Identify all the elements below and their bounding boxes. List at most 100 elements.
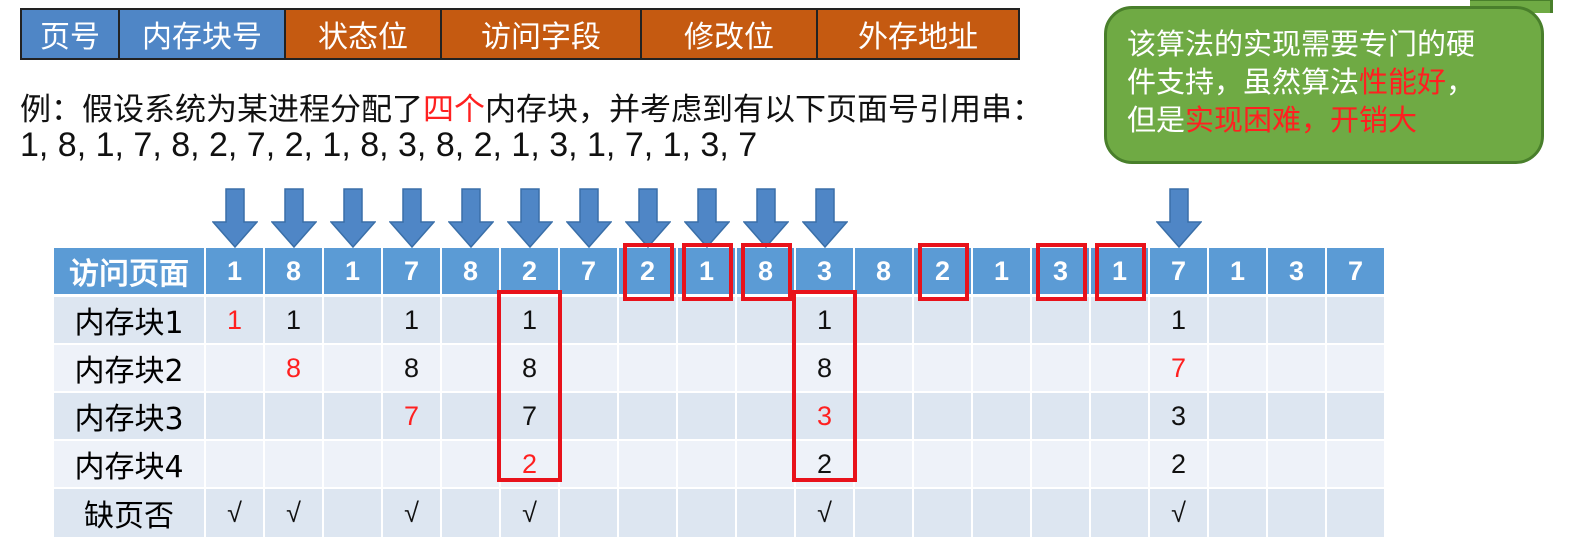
down-arrow-icon [388, 188, 435, 248]
table-cell [914, 393, 971, 439]
table-cell [1327, 441, 1384, 487]
table-cell [737, 297, 794, 343]
table-cell [737, 489, 794, 537]
table-cell [973, 489, 1030, 537]
table-cell: 1 [1091, 248, 1148, 294]
table-cell: 3 [1150, 393, 1207, 439]
table-cell [678, 441, 735, 487]
table-cell: √ [206, 489, 263, 537]
table-cell [973, 345, 1030, 391]
table-cell [619, 297, 676, 343]
down-arrow-icon [447, 188, 494, 248]
row-label: 内存块2 [54, 345, 204, 391]
table-cell: 1 [678, 248, 735, 294]
table-cell: √ [501, 489, 558, 537]
table-cell [1268, 489, 1325, 537]
table-cell [855, 441, 912, 487]
table-cell [1032, 345, 1089, 391]
field-3: 状态位 [286, 10, 442, 58]
table-cell [442, 489, 499, 537]
table-cell [855, 489, 912, 537]
table-cell [1327, 345, 1384, 391]
page-hit-box [1095, 243, 1146, 301]
table-cell [1032, 441, 1089, 487]
down-arrow-icon [1155, 188, 1202, 248]
table-cell: √ [383, 489, 440, 537]
intro-prefix: 例：假设系统为某进程分配了 [20, 92, 423, 128]
table-cell [206, 441, 263, 487]
table-cell [973, 441, 1030, 487]
table-cell [1268, 345, 1325, 391]
table-cell [1327, 297, 1384, 343]
table-cell [442, 345, 499, 391]
table-cell [442, 393, 499, 439]
table-cell [973, 393, 1030, 439]
table-cell [206, 345, 263, 391]
table-cell: 1 [1209, 248, 1266, 294]
down-arrow-icon [683, 188, 730, 248]
reference-sequence: 1, 8, 1, 7, 8, 2, 7, 2, 1, 8, 3, 8, 2, 1… [20, 126, 758, 164]
field-6: 外存地址 [818, 10, 1018, 58]
page-hit-box [623, 243, 674, 301]
intro-highlight: 四个 [423, 92, 485, 128]
table-cell: 8 [855, 248, 912, 294]
table-cell: 8 [737, 248, 794, 294]
table-cell [619, 441, 676, 487]
table-cell [1209, 345, 1266, 391]
row-label: 内存块4 [54, 441, 204, 487]
down-arrow-icon [211, 188, 258, 248]
table-cell: 3 [796, 248, 853, 294]
table-cell: 1 [383, 297, 440, 343]
table-cell [737, 345, 794, 391]
table-cell: 1 [1150, 297, 1207, 343]
table-cell [678, 345, 735, 391]
table-cell [383, 441, 440, 487]
table-cell: 8 [265, 248, 322, 294]
table-cell [1268, 441, 1325, 487]
table-cell [1209, 393, 1266, 439]
table-cell [1268, 393, 1325, 439]
table-cell: 8 [383, 345, 440, 391]
table-cell: √ [796, 489, 853, 537]
table-cell [1268, 297, 1325, 343]
table-cell: √ [265, 489, 322, 537]
table-cell [914, 489, 971, 537]
table-cell: 7 [383, 393, 440, 439]
table-cell [265, 441, 322, 487]
page-table-fields: 页号内存块号状态位访问字段修改位外存地址 [20, 8, 1020, 60]
table-cell: 2 [619, 248, 676, 294]
table-cell: 1 [324, 248, 381, 294]
table-cell [914, 441, 971, 487]
row-label: 内存块1 [54, 297, 204, 343]
table-cell [560, 345, 617, 391]
table-cell [1209, 297, 1266, 343]
callout-line-1: 该算法的实现需要专门的硬 [1127, 27, 1476, 61]
table-cell [619, 393, 676, 439]
down-arrow-icon [624, 188, 671, 248]
table-cell: 8 [265, 345, 322, 391]
down-arrow-icon [329, 188, 376, 248]
table-cell [855, 345, 912, 391]
row-label: 访问页面 [54, 248, 204, 294]
table-cell [324, 489, 381, 537]
table-cell [737, 441, 794, 487]
table-cell [206, 393, 263, 439]
table-cell [324, 441, 381, 487]
table-cell: 1 [206, 297, 263, 343]
page-hit-box [918, 243, 969, 301]
row-label: 缺页否 [54, 489, 204, 537]
table-cell [678, 393, 735, 439]
table-cell: 1 [265, 297, 322, 343]
table-cell: 2 [501, 248, 558, 294]
down-arrow-icon [742, 188, 789, 248]
table-row: 缺页否√√√√√√ [54, 489, 1386, 537]
table-cell [1091, 297, 1148, 343]
table-cell [1091, 393, 1148, 439]
table-cell [737, 393, 794, 439]
table-cell: 7 [1150, 248, 1207, 294]
table-cell: 1 [206, 248, 263, 294]
table-cell: 1 [973, 248, 1030, 294]
table-cell [324, 393, 381, 439]
